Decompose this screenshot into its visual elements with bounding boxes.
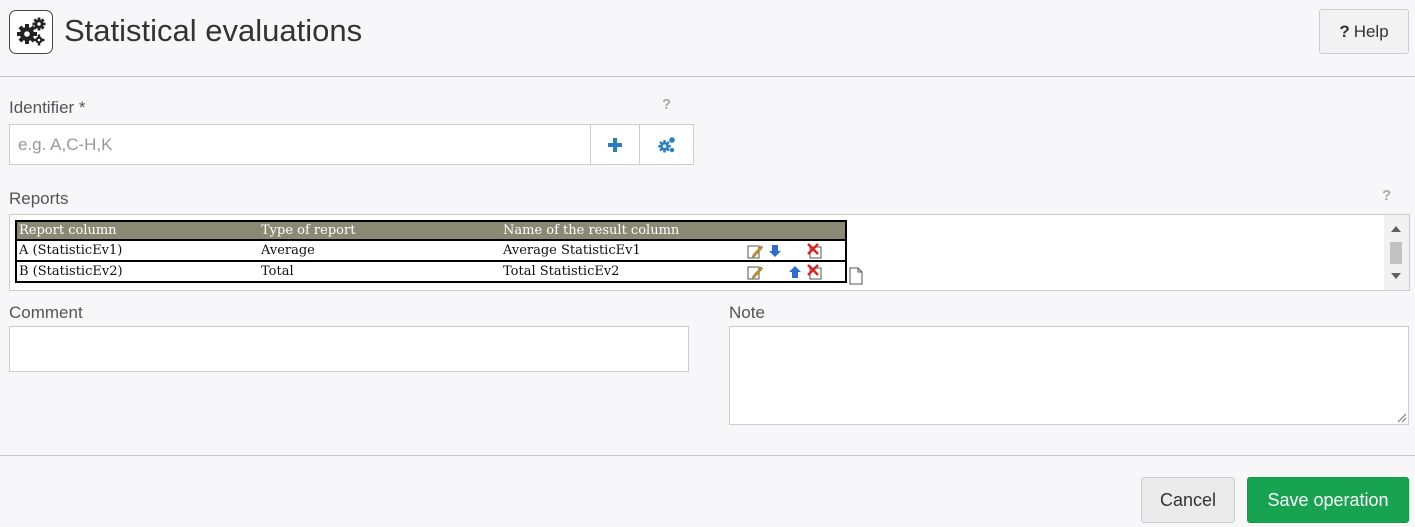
report-type-cell: Average — [259, 240, 501, 262]
identifier-input[interactable] — [9, 124, 591, 165]
comment-field[interactable] — [9, 326, 689, 372]
cancel-button[interactable]: Cancel — [1141, 477, 1235, 523]
move-up-icon[interactable] — [787, 264, 803, 280]
reports-table-header: Report column Type of report Name of the… — [16, 220, 846, 241]
resize-grip-icon[interactable] — [1395, 410, 1407, 428]
column-header-actions — [745, 220, 846, 241]
identifier-help-icon[interactable]: ? — [662, 96, 672, 113]
identifier-settings-button[interactable] — [639, 124, 694, 165]
row-actions — [745, 240, 846, 262]
gears-icon — [9, 10, 53, 54]
header-bar: Statistical evaluations ? Help — [0, 0, 1415, 77]
reports-help-icon[interactable]: ? — [1382, 187, 1392, 204]
result-name-cell: Total StatisticEv2 — [501, 261, 745, 283]
footer-divider — [0, 455, 1415, 456]
save-operation-button[interactable]: Save operation — [1247, 477, 1409, 523]
column-header-result-name: Name of the result column — [501, 220, 745, 241]
gears-icon — [657, 136, 675, 152]
help-button-label: Help — [1353, 21, 1389, 41]
new-document-icon[interactable] — [848, 267, 864, 290]
report-type-cell: Total — [259, 261, 501, 283]
report-column-cell: B (StatisticEv2) — [16, 261, 259, 283]
help-button[interactable]: ? Help — [1319, 9, 1409, 54]
note-label: Note — [729, 303, 765, 322]
reports-panel: Report column Type of report Name of the… — [9, 214, 1410, 291]
comment-label: Comment — [9, 303, 83, 322]
plus-icon — [608, 137, 622, 152]
question-mark-icon: ? — [1339, 21, 1350, 41]
reports-scrollbar[interactable] — [1384, 215, 1409, 290]
scroll-down-icon[interactable] — [1391, 273, 1401, 279]
delete-icon[interactable] — [807, 263, 823, 280]
row-actions — [745, 261, 846, 283]
identifier-label: Identifier * — [9, 98, 86, 117]
table-row: A (StatisticEv1) Average Average Statist… — [16, 240, 846, 262]
edit-icon[interactable] — [747, 264, 763, 280]
table-row: B (StatisticEv2) Total Total StatisticEv… — [16, 261, 846, 283]
move-down-icon[interactable] — [767, 243, 783, 259]
reports-label: Reports — [9, 189, 69, 208]
note-field[interactable] — [729, 326, 1409, 425]
column-header-report-column: Report column — [16, 220, 259, 241]
reports-table: Report column Type of report Name of the… — [15, 220, 847, 283]
report-column-cell: A (StatisticEv1) — [16, 240, 259, 262]
scroll-thumb[interactable] — [1390, 242, 1402, 264]
delete-icon[interactable] — [807, 242, 823, 259]
scroll-up-icon[interactable] — [1391, 226, 1401, 232]
add-identifier-button[interactable] — [590, 124, 640, 165]
column-header-type-of-report: Type of report — [259, 220, 501, 241]
page-title: Statistical evaluations — [64, 13, 363, 48]
result-name-cell: Average StatisticEv1 — [501, 240, 745, 262]
edit-icon[interactable] — [747, 243, 763, 259]
